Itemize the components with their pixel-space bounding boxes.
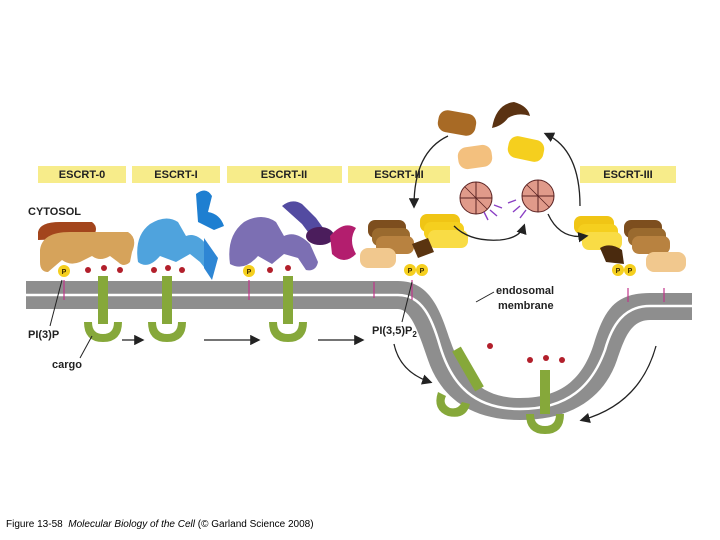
- escrt-3a-band: [348, 166, 450, 183]
- escrt-3b-label: ESCRT-III: [603, 169, 653, 181]
- pi3p-lipids: P P P P P P: [58, 264, 665, 302]
- escrt-1-complex: [137, 190, 224, 280]
- escrt-3-right-complex: [574, 216, 686, 272]
- endosomal-membrane-label-2: membrane: [498, 300, 554, 312]
- escrt-3-recycling: [437, 102, 545, 170]
- membrane-body: [26, 281, 692, 420]
- escrt-0-complex: [38, 222, 135, 272]
- svg-text:P: P: [62, 269, 67, 276]
- svg-text:P: P: [420, 268, 425, 275]
- pi35p2-leader: [401, 281, 413, 323]
- recycle-arrows: [408, 132, 589, 243]
- endosomal-membrane: [26, 281, 692, 420]
- escrt-2-complex: [229, 201, 356, 271]
- cargo-1: [84, 265, 123, 342]
- svg-text:P: P: [408, 268, 413, 275]
- cargo-label: cargo: [52, 359, 82, 371]
- membrane-inner-line: [26, 293, 692, 411]
- cargo-2: [148, 265, 186, 342]
- vps4-ring-right: [521, 179, 555, 213]
- cargo-leader: [79, 335, 93, 359]
- escrt-3-left-complex: [360, 214, 468, 268]
- svg-text:P: P: [628, 268, 633, 275]
- cargo-proteins: [84, 265, 565, 434]
- caption-book: Molecular Biology of the Cell: [68, 519, 195, 530]
- vps4-ring-left: [459, 181, 493, 215]
- escrt-1-band: [132, 166, 220, 183]
- cargo-5: [526, 355, 565, 434]
- cargo-4: [436, 343, 493, 417]
- escrt-header-bar: ESCRT-0 ESCRT-I ESCRT-II ESCRT-III ESCRT…: [38, 166, 676, 183]
- pi3p-label: PI(3)P: [28, 329, 59, 341]
- cytosol-label: CYTOSOL: [28, 206, 81, 218]
- process-arrows: [122, 334, 657, 423]
- escrt-1-label: ESCRT-I: [154, 169, 197, 181]
- caption-credit: (© Garland Science 2008): [197, 519, 314, 530]
- pi35p2-label: PI(3,5)P2: [372, 325, 417, 339]
- atp-sparks: [483, 199, 527, 221]
- escrt-2-label: ESCRT-II: [261, 169, 307, 181]
- caption-figure: Figure 13-58: [6, 519, 63, 530]
- escrt-2-band: [227, 166, 342, 183]
- endosomal-membrane-label-1: endosomal: [496, 285, 554, 297]
- pi3p-leader: [49, 279, 63, 327]
- escrt-3b-band: [580, 166, 676, 183]
- cargo-3: [267, 265, 307, 342]
- escrt-3a-label: ESCRT-III: [374, 169, 424, 181]
- svg-text:P: P: [247, 269, 252, 276]
- escrt-0-label: ESCRT-0: [59, 169, 105, 181]
- svg-text:P: P: [616, 268, 621, 275]
- escrt-0-band: [38, 166, 126, 183]
- figure-caption: Figure 13-58 Molecular Biology of the Ce…: [6, 519, 314, 530]
- membrane-leader: [475, 291, 495, 303]
